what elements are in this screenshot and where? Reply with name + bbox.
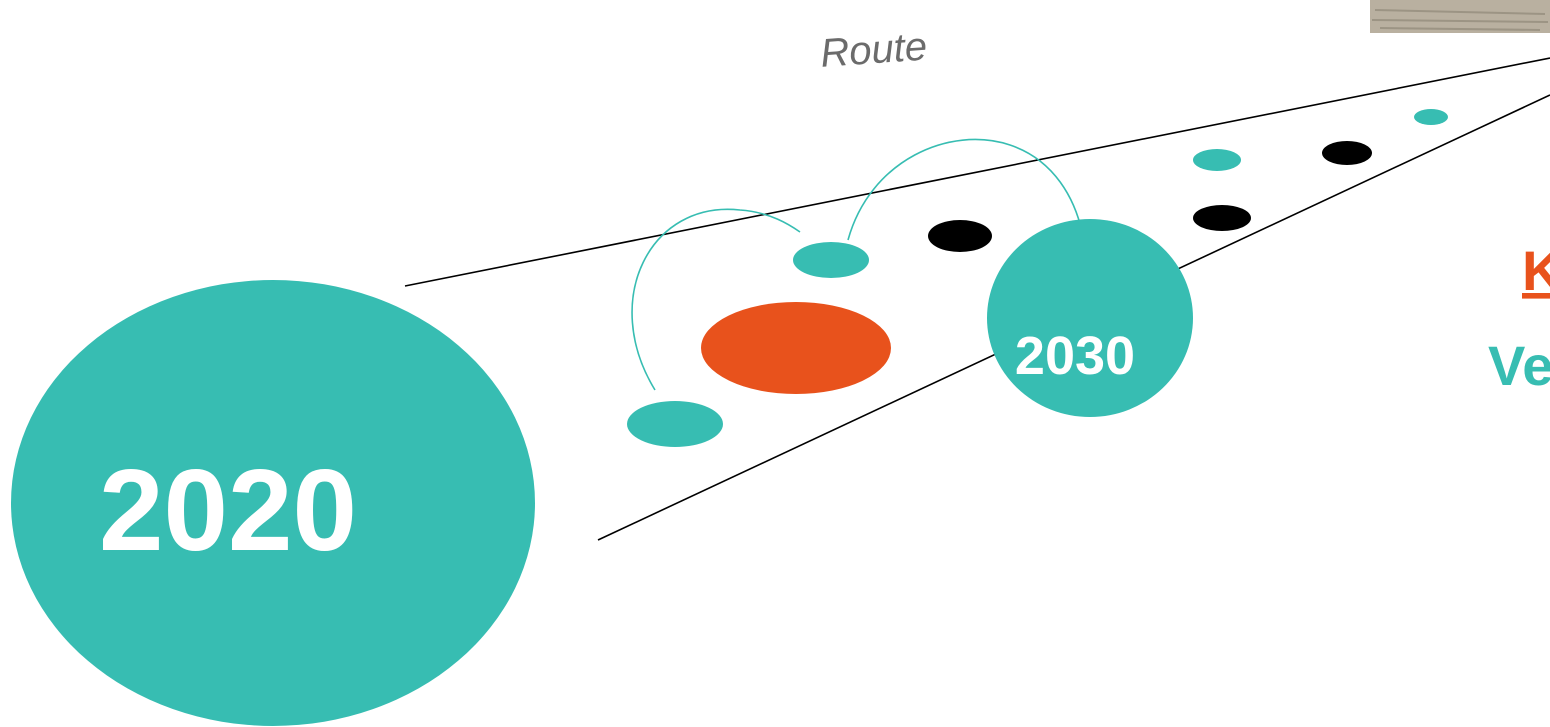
route-step-teal xyxy=(627,401,723,447)
route-step-black xyxy=(928,220,992,252)
milestone-2030-label: 2030 xyxy=(1015,326,1135,386)
route-step-teal xyxy=(1193,149,1241,171)
hop-arc-first xyxy=(631,208,801,391)
route-step-orange-current xyxy=(701,302,891,394)
route-label: Route xyxy=(819,24,929,75)
side-heading-link[interactable]: K xyxy=(1522,239,1550,302)
photo-texture xyxy=(1371,9,1549,31)
side-subtext: Ve xyxy=(1488,334,1550,397)
hop-arc-second xyxy=(847,138,1083,241)
route-step-teal xyxy=(793,242,869,278)
start-2020-circle xyxy=(11,280,535,726)
route-step-teal xyxy=(1414,109,1448,125)
start-2020-label: 2020 xyxy=(99,445,357,575)
route-step-black xyxy=(1193,205,1251,231)
route-edge-upper xyxy=(404,57,1550,287)
route-step-black xyxy=(1322,141,1372,165)
milestone-2030-circle xyxy=(987,219,1193,417)
